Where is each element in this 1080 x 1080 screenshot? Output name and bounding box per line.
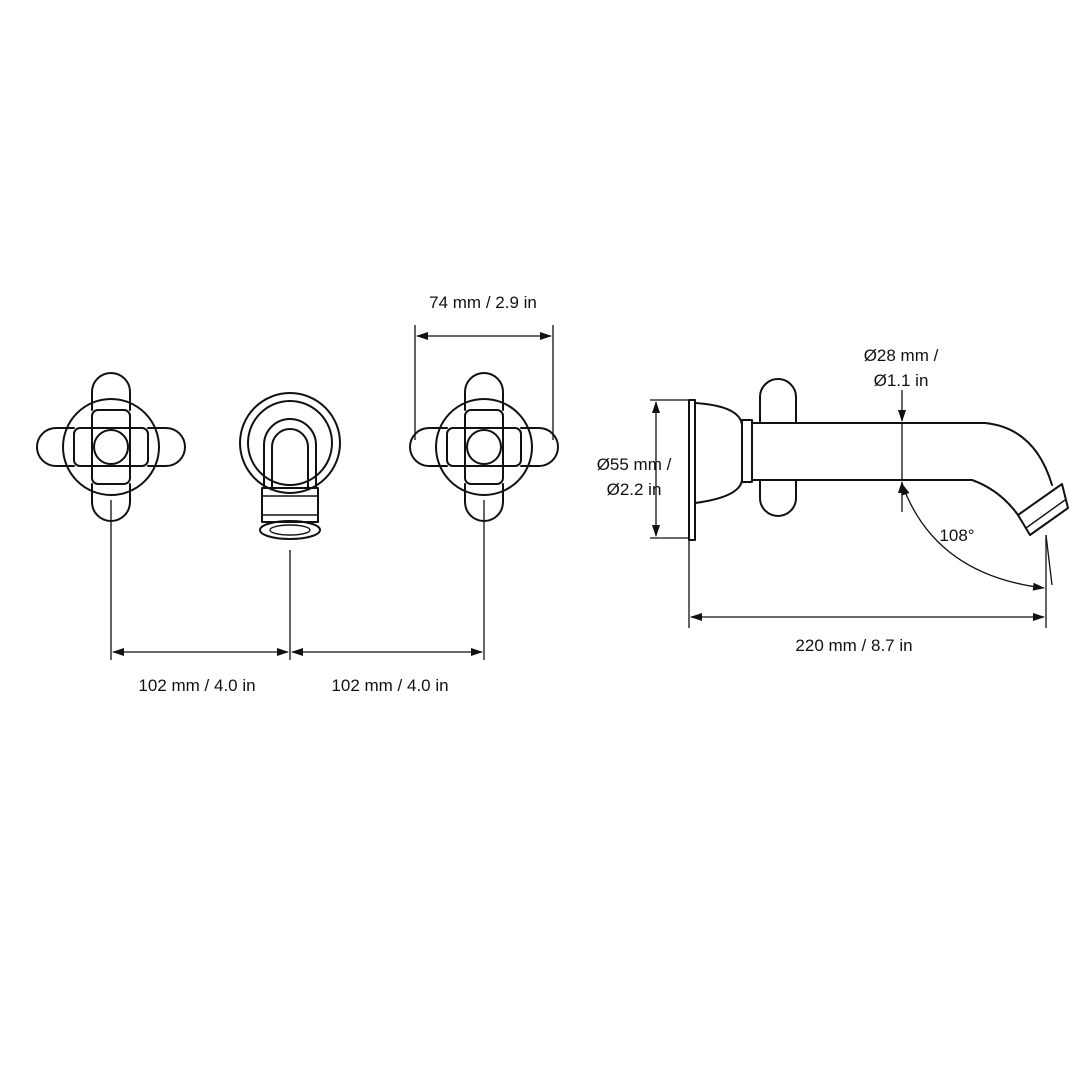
spout-side-view	[688, 378, 1069, 541]
handle-spacing-right-label: 102 mm / 4.0 in	[331, 676, 448, 695]
spout-diameter-label-line2: Ø1.1 in	[874, 371, 929, 390]
handle-spacing-left-label: 102 mm / 4.0 in	[138, 676, 255, 695]
left-cross-handle	[36, 372, 186, 522]
escutcheon-diameter-label-line1: Ø55 mm /	[597, 455, 672, 474]
spout-front-view	[239, 392, 341, 540]
escutcheon-diameter-label-line2: Ø2.2 in	[607, 480, 662, 499]
spout-angle-label: 108°	[939, 526, 974, 545]
handle-width-label: 74 mm / 2.9 in	[429, 293, 537, 312]
spout-diameter-label-line1: Ø28 mm /	[864, 346, 939, 365]
right-cross-handle	[409, 372, 559, 522]
spout-projection-label: 220 mm / 8.7 in	[795, 636, 912, 655]
